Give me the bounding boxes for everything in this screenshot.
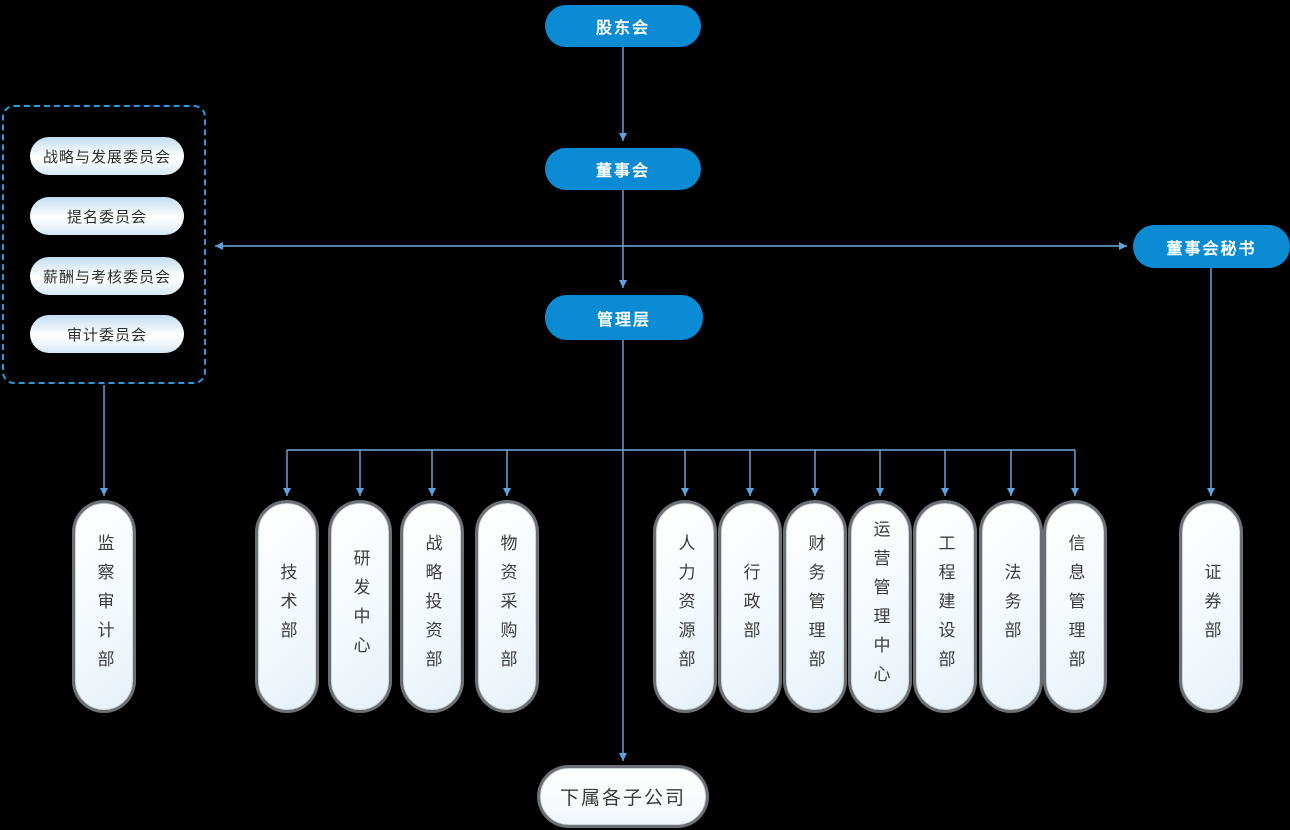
dept-label: 运营管理中心 [870,519,890,694]
node-committee-audit: 审计委员会 [30,315,184,353]
node-committee-strategy: 战略与发展委员会 [30,137,184,175]
dept-label: 研发中心 [350,548,370,665]
node-dept-technology: 技术部 [258,503,316,710]
node-dept-human-resources: 人力资源部 [656,503,714,710]
dept-label: 法务部 [1001,563,1021,650]
node-dept-finance-management: 财务管理部 [786,503,844,710]
committee-label: 战略与发展委员会 [42,148,171,166]
dept-label: 监察审计部 [94,534,114,679]
node-shareholders: 股东会 [545,5,701,47]
node-committee-nomination: 提名委员会 [30,197,184,235]
node-dept-operations-center: 运营管理中心 [851,503,909,710]
dept-label: 技术部 [277,563,297,650]
node-shareholders-label: 股东会 [595,20,650,37]
node-dept-engineering-construction: 工程建设部 [916,503,974,710]
dept-label: 证券部 [1201,563,1221,650]
node-subsidiaries-label: 下属各子公司 [559,788,686,809]
node-subsidiaries: 下属各子公司 [540,768,706,825]
dept-label: 工程建设部 [935,534,955,679]
dept-label: 物资采购部 [497,534,517,679]
node-board-secretary-label: 董事会秘书 [1166,240,1257,258]
node-committee-remuneration: 薪酬与考核委员会 [30,257,184,295]
node-dept-administration: 行政部 [721,503,779,710]
committee-label: 提名委员会 [66,208,147,226]
dept-label: 人力资源部 [675,534,695,679]
node-management: 管理层 [545,295,703,340]
node-dept-material-procurement: 物资采购部 [478,503,536,710]
committee-label: 薪酬与考核委员会 [42,268,171,286]
dept-label: 行政部 [740,563,760,650]
node-dept-legal: 法务部 [982,503,1040,710]
node-board-secretary: 董事会秘书 [1133,225,1290,268]
node-dept-information-management: 信息管理部 [1046,503,1104,710]
node-dept-rnd-center: 研发中心 [331,503,389,710]
dept-label: 信息管理部 [1065,534,1085,679]
node-dept-supervision-audit: 监察审计部 [75,503,133,710]
node-board: 董事会 [545,148,701,190]
committees-group-box [2,105,206,384]
node-dept-strategic-investment: 战略投资部 [403,503,461,710]
dept-label: 财务管理部 [805,534,825,679]
node-management-label: 管理层 [596,311,651,329]
node-dept-securities: 证券部 [1182,503,1240,710]
node-board-label: 董事会 [595,163,650,180]
dept-label: 战略投资部 [422,534,442,679]
committee-label: 审计委员会 [66,326,147,344]
